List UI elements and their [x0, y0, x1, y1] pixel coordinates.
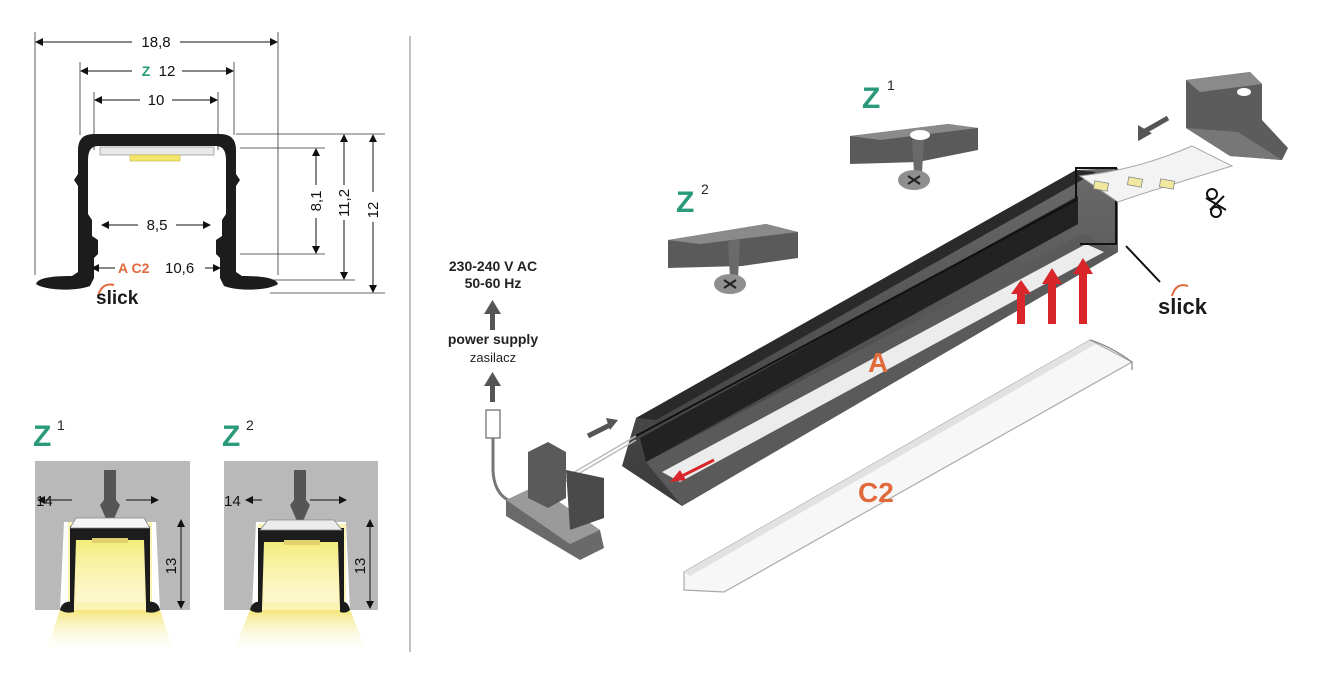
slick-logo-right: slick: [1158, 294, 1208, 319]
mount-z1-letter: Z: [33, 420, 51, 453]
mount-z1-profile: [70, 526, 150, 608]
red-slide-arrow: [681, 458, 715, 478]
assembly-drawing: Z 1 Z 2: [448, 72, 1288, 593]
slick-logo-swoosh-right: [1171, 284, 1189, 297]
mount-view-z1: Z 1 14 13: [33, 417, 190, 655]
profile-cross-section: [36, 134, 278, 290]
mount-z2-profile: [258, 528, 344, 608]
main-profile: [622, 167, 1118, 506]
cross-section-drawing: 18,8 Z 12 10 8,5 8,1 11,2 12 A C2 10,6 s…: [34, 32, 385, 309]
slick-logo-left: slick: [96, 288, 139, 309]
arrow-up-supply: [484, 372, 501, 386]
arrow-end-cap-feed: [586, 421, 614, 439]
mount-view-z2: Z 2 14 13: [222, 417, 378, 655]
dim-inner-bottom-width: 8,5: [147, 217, 168, 234]
power-supply-label-pl: zasilacz: [470, 350, 516, 365]
dim-flange-gap: 10,6: [165, 260, 194, 277]
led-strip-tail: [1078, 145, 1234, 203]
label-a: A: [868, 347, 888, 378]
mount-z2-letter: Z: [222, 420, 240, 453]
diffuser-c2: [683, 339, 1134, 593]
dim-z-width: 12: [159, 63, 176, 80]
assembly-z1-sup: 1: [887, 77, 895, 93]
arrow-up-power: [484, 300, 501, 314]
label-c2: C2: [858, 477, 894, 508]
clip-z2: [668, 224, 798, 294]
mount-z2-sup: 2: [246, 417, 254, 433]
assembly-z2-sup: 2: [701, 181, 709, 197]
mount-z2-height-dim: 13: [352, 558, 369, 575]
assembly-z2-letter: Z: [676, 186, 694, 219]
dim-inner-top-width: 10: [148, 92, 165, 109]
dim-height-mid: 11,2: [336, 189, 353, 217]
assembly-z1-letter: Z: [862, 82, 880, 115]
mount-z1-height-dim: 13: [163, 558, 180, 575]
slick-logo-swoosh: [97, 283, 115, 297]
led-chip: [129, 154, 181, 162]
dim-height-inner: 8,1: [308, 191, 325, 212]
dim-overall-width: 18,8: [141, 34, 170, 51]
end-cap-feed: [506, 442, 604, 560]
scissors-icon: [1205, 188, 1227, 218]
mount-z2-screw: [290, 470, 310, 528]
mount-z1-light-cone: [45, 610, 175, 655]
power-frequency: 50-60 Hz: [465, 275, 522, 291]
mount-z1-sup: 1: [57, 417, 65, 433]
dim-z-letter: Z: [142, 63, 151, 79]
mount-z1-screw: [100, 470, 120, 528]
power-supply-label: power supply: [448, 331, 538, 347]
end-cap: [1186, 72, 1288, 160]
mount-z2-light-cone: [232, 610, 368, 655]
mount-z1-width-dim: 14: [36, 493, 53, 510]
mount-z2-width-dim: 14: [224, 493, 241, 510]
slot-label-a-c2: A C2: [118, 260, 150, 276]
power-voltage: 230-240 V AC: [449, 258, 537, 274]
dim-height-total: 12: [365, 202, 382, 219]
red-insert-arrows: [1011, 258, 1093, 324]
led-strip: [99, 146, 215, 156]
slick-pointer-line: [1125, 245, 1161, 283]
clip-z1: [850, 124, 978, 190]
